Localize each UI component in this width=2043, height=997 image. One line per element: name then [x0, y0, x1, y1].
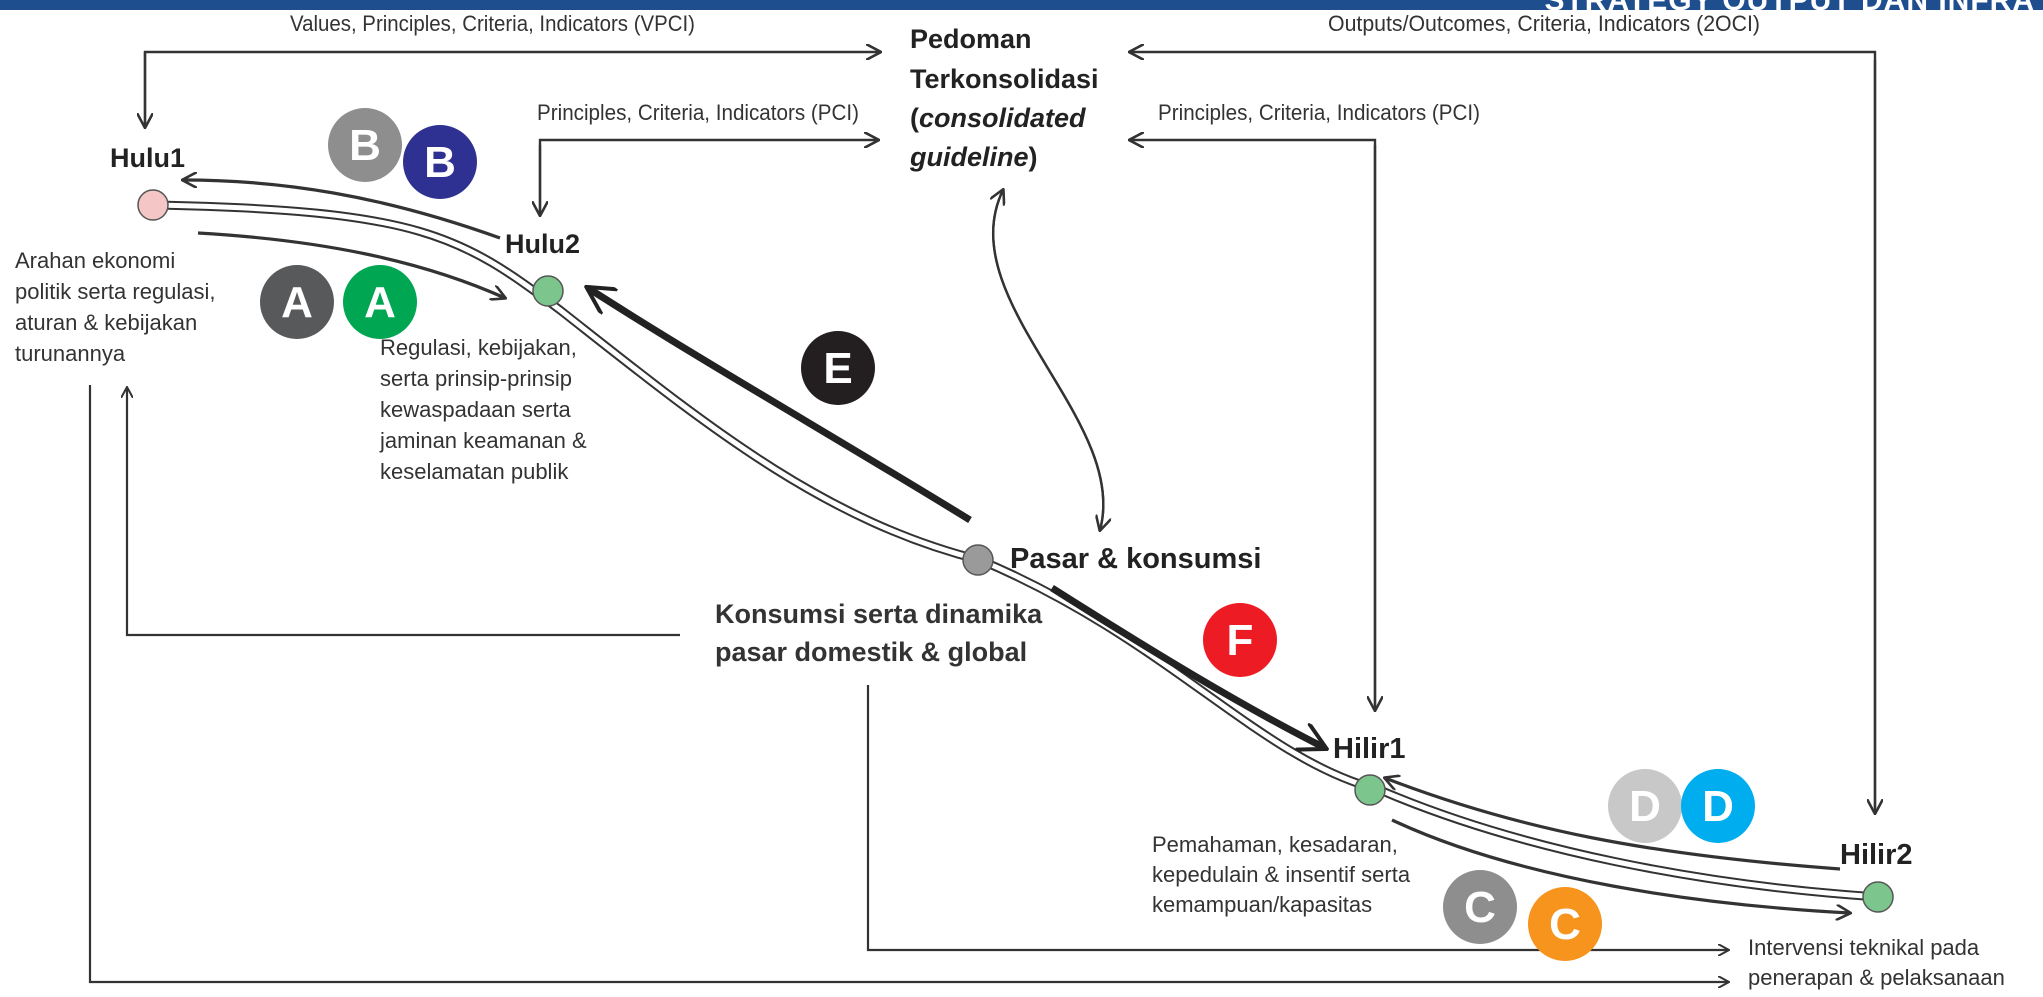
badge-b-0 [328, 108, 402, 182]
label-hulu1: Hulu1 [110, 143, 185, 173]
arrow-e [588, 288, 972, 523]
node-pasar [962, 544, 994, 576]
badge-letter-b: B [349, 121, 381, 170]
badge-d-6 [1608, 769, 1682, 843]
desc-hilir2-line: Intervensi teknikal pada [1748, 935, 1980, 960]
flow-label-pci-left: Principles, Criteria, Indicators (PCI) [537, 100, 859, 125]
guideline-market-connector [991, 189, 1103, 530]
flow-label-vpci: Values, Principles, Criteria, Indicators… [290, 11, 695, 36]
label-hilir1: Hilir1 [1333, 733, 1406, 765]
desc-pasar-line: pasar domestik & global [715, 637, 1027, 667]
node-hulu2 [532, 275, 564, 307]
badge-letter-e: E [823, 344, 852, 393]
badge-letter-a: A [364, 278, 396, 327]
badge-letter-b: B [424, 138, 456, 187]
label-hulu2: Hulu2 [505, 229, 580, 259]
badge-d-7 [1681, 769, 1755, 843]
badge-e-4 [801, 331, 875, 405]
badge-letter-c: C [1549, 900, 1581, 949]
feedback-market-to-hulu1 [127, 388, 680, 637]
desc-hilir2: Intervensi teknikal pada penerapan & pela… [1748, 935, 2005, 990]
badge-letter-c: C [1464, 883, 1496, 932]
desc-hilir1-line: kepedulain & insentif serta [1152, 862, 1411, 887]
desc-hulu2-line: keselamatan publik [380, 459, 569, 484]
desc-pasar-line: Konsumsi serta dinamika [715, 599, 1043, 629]
badge-a-3 [343, 265, 417, 339]
desc-hulu1: Arahan ekonomi politik serta regulasi, atu… [15, 248, 216, 366]
desc-hulu2-line: kewaspadaan serta [380, 397, 572, 422]
feedback-market-to-hilir2 [866, 685, 1728, 950]
badge-letter-d: D [1629, 782, 1661, 831]
desc-hulu1-line: politik serta regulasi, [15, 279, 216, 304]
desc-hulu2-line: Regulasi, kebijakan, [380, 335, 577, 360]
node-hulu1 [137, 189, 169, 221]
header-banner: STRATEGY OUTPUT DAN INFRA [0, 0, 2043, 17]
desc-hilir1-line: kemampuan/kapasitas [1152, 892, 1372, 917]
banner-text: STRATEGY OUTPUT DAN INFRA [1544, 0, 2035, 17]
arrow-b-return [183, 180, 501, 240]
desc-hulu1-line: aturan & kebijakan [15, 310, 197, 335]
flow-label-o2ci: Outputs/Outcomes, Criteria, Indicators (… [1328, 11, 1760, 36]
label-pasar: Pasar & konsumsi [1010, 543, 1261, 575]
arrow-f [1050, 585, 1325, 748]
arrow-d-return [1385, 778, 1841, 871]
badge-letter-d: D [1702, 782, 1734, 831]
badge-f-5 [1203, 603, 1277, 677]
node-hilir2 [1862, 881, 1894, 913]
desc-pasar: Konsumsi serta dinamika pasar domestik & … [715, 599, 1043, 667]
node-hilir1 [1354, 774, 1386, 806]
badge-c-8 [1443, 870, 1517, 944]
desc-hilir2-line: penerapan & pelaksanaan [1748, 965, 2005, 990]
badge-a-2 [260, 265, 334, 339]
badge-letter-f: F [1227, 616, 1254, 665]
flow-label-pci-right: Principles, Criteria, Indicators (PCI) [1158, 100, 1480, 125]
desc-hilir1: Pemahaman, kesadaran, kepedulain & insent… [1152, 832, 1411, 917]
arrow-a-forward [197, 231, 505, 298]
desc-hulu1-line: Arahan ekonomi [15, 248, 175, 273]
desc-hulu2-line: serta prinsip-prinsip [380, 366, 572, 391]
o2ci-connector [1130, 52, 1877, 808]
pci-left-connector [538, 140, 878, 212]
badge-letter-a: A [281, 278, 313, 327]
badge-b-1 [403, 125, 477, 199]
feedback-hulu1-to-hilir2 [88, 385, 1728, 982]
desc-hulu2: Regulasi, kebijakan, serta prinsip-prinsi… [379, 335, 587, 484]
desc-hulu2-line: jaminan keamanan & [379, 428, 587, 453]
arrow-c-forward [1391, 818, 1850, 913]
label-hilir2: Hilir2 [1840, 839, 1913, 871]
badge-c-9 [1528, 887, 1602, 961]
guideline-title: Pedoman Terkonsolidasi (consolidated gui… [909, 24, 1106, 172]
desc-hilir1-line: Pemahaman, kesadaran, [1152, 832, 1398, 857]
desc-hulu1-line: turunannya [15, 341, 126, 366]
